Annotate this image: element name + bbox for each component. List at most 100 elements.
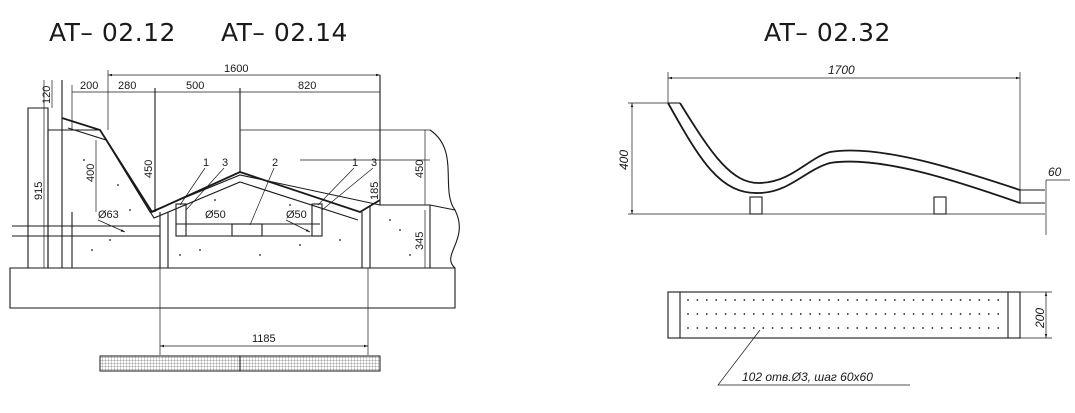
perforation-hole (922, 313, 924, 315)
perforation-hole (837, 313, 840, 315)
dim-inner-450: 450 (143, 160, 155, 178)
perforation-hole (875, 299, 877, 301)
perforation-hole (969, 327, 971, 329)
perforation-hole (940, 313, 943, 315)
perforation-hole (734, 313, 736, 315)
perforation-hole (856, 313, 859, 315)
dim-inner-400: 400 (85, 164, 97, 182)
perforation-hole (734, 299, 736, 301)
callout-3b: 3 (371, 157, 377, 169)
perforation-hole (687, 299, 689, 301)
perforation-hole (837, 299, 840, 301)
perforation-hole (931, 299, 934, 301)
perforation-hole (828, 313, 830, 315)
perforation-hole (912, 313, 915, 315)
perforation-hole (705, 327, 708, 329)
perforation-hole (865, 299, 868, 301)
dim-width: 200 (1033, 308, 1047, 329)
perforation-hole (893, 327, 896, 329)
perforation-hole (752, 313, 755, 315)
perforation-hole (846, 313, 849, 315)
lounger-profile (61, 117, 381, 214)
dim-overall: 1600 (224, 63, 248, 75)
title-at-02-12: AT– 02.12 (49, 18, 176, 47)
perforation-hole (715, 313, 718, 315)
perforation-hole (987, 299, 990, 301)
perforation-hole (809, 313, 812, 315)
perforation-hole (752, 299, 755, 301)
perforation-hole (978, 327, 981, 329)
perforation-hole (856, 327, 859, 329)
perforation-hole (865, 327, 868, 329)
pipe-label-63: Ø63 (98, 209, 119, 221)
callout-3a: 3 (222, 157, 228, 169)
perforation-hole (828, 299, 830, 301)
lounger-curve (667, 102, 1021, 204)
perforation-hole (781, 313, 783, 315)
perforation-hole (875, 313, 877, 315)
perforation-hole (959, 299, 962, 301)
hole-note: 102 отв.Ø3, шаг 60x60 (742, 370, 873, 384)
perforation-hole (724, 327, 727, 329)
perforation-hole (809, 299, 812, 301)
leg-1 (749, 196, 763, 215)
perforation-hole (771, 313, 774, 315)
pipe-label-50b: Ø50 (286, 209, 307, 221)
perforation-hole (687, 313, 689, 315)
perforation-hole (771, 327, 774, 329)
dim-right-185: 185 (369, 182, 381, 200)
perforation-hole (997, 313, 1000, 315)
dim-bottom: 1185 (252, 333, 276, 345)
perforation-hole (912, 299, 915, 301)
perforation-hole (978, 299, 981, 301)
callout-1a: 1 (203, 157, 209, 169)
perforation-hole (922, 327, 924, 329)
hatched-floor (9, 267, 456, 309)
perforation-hole (828, 327, 830, 329)
perforation-hole (884, 299, 887, 301)
perforation-hole (799, 299, 802, 301)
dim-height: 400 (617, 150, 631, 170)
left-drawing: 1600 200 280 500 820 120 915 400 450 450… (9, 63, 460, 372)
perforation-hole (940, 327, 943, 329)
dim-seg-2: 280 (118, 80, 136, 92)
perforation-hole (931, 327, 934, 329)
perforation-holes (687, 299, 1000, 329)
perforation-hole (903, 299, 906, 301)
trench (159, 205, 371, 268)
perforation-hole (781, 299, 783, 301)
dim-length: 1700 (828, 63, 855, 77)
perforation-hole (696, 299, 699, 301)
perforation-hole (912, 327, 915, 329)
perforation-hole (884, 327, 887, 329)
perforation-hole (903, 327, 906, 329)
leg-2 (933, 196, 947, 215)
perforation-hole (771, 299, 774, 301)
perforation-hole (940, 299, 943, 301)
perforation-hole (922, 299, 924, 301)
perforation-hole (687, 327, 689, 329)
dim-left-height: 915 (33, 182, 45, 200)
perforation-hole (987, 313, 990, 315)
dim-seg-1: 200 (80, 80, 98, 92)
concrete-speckle (83, 159, 411, 256)
perforation-hole (762, 313, 765, 315)
perforation-hole (978, 313, 981, 315)
perforation-hole (705, 299, 708, 301)
perforation-hole (893, 299, 896, 301)
perforation-hole (950, 327, 953, 329)
dim-left-top: 120 (41, 86, 53, 104)
title-at-02-14: AT– 02.14 (221, 18, 348, 47)
callout-1b: 1 (352, 157, 358, 169)
perforation-hole (799, 313, 802, 315)
perforation-hole (705, 313, 708, 315)
perforation-hole (997, 327, 1000, 329)
perforation-hole (743, 299, 746, 301)
perforation-hole (818, 327, 821, 329)
perforation-hole (903, 313, 906, 315)
dim-seg-4: 820 (298, 80, 316, 92)
right-drawing: 1700 400 60 200 102 отв.Ø3, шаг 60x60 (617, 63, 1070, 386)
perforation-hole (762, 299, 765, 301)
perforation-hole (969, 313, 971, 315)
